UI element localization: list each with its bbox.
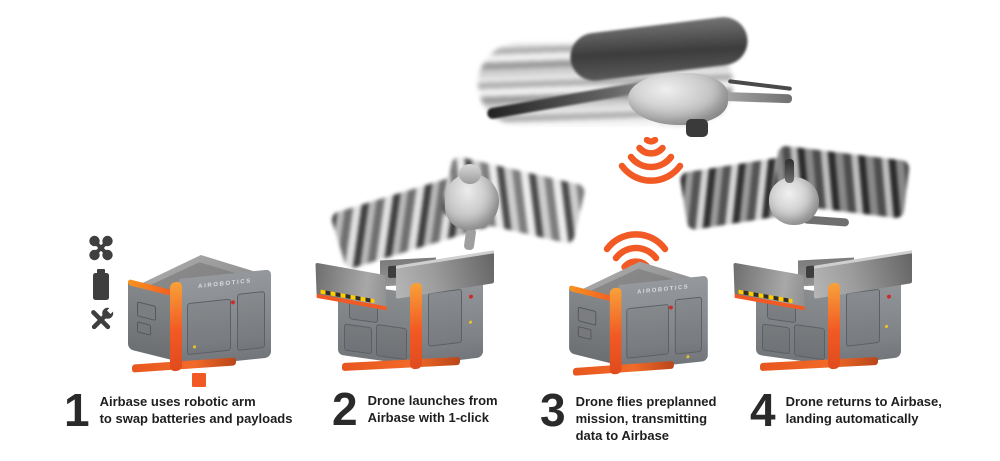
airbase-left-face xyxy=(128,283,176,361)
step-text: Drone flies preplanned mission, transmit… xyxy=(576,391,717,444)
brand-label: AIROBOTICS xyxy=(198,278,252,290)
step-4: 4 Drone returns to Airbase, landing auto… xyxy=(750,384,942,436)
airbase-2-open: AIROBOTICS xyxy=(315,252,494,372)
step-1: 1 Airbase uses robotic arm to swap batte… xyxy=(64,384,293,436)
airbase-door xyxy=(846,288,880,347)
step-text: Drone launches from Airbase with 1-click xyxy=(368,390,498,426)
airbase-door xyxy=(428,288,462,347)
airbase-3-closed: AIROBOTICS xyxy=(564,256,710,376)
airbase-orange-skirt xyxy=(342,356,460,372)
step-3: 3 Drone flies preplanned mission, transm… xyxy=(540,384,717,444)
drone-leg xyxy=(463,227,477,251)
step-number: 1 xyxy=(64,384,90,436)
status-light xyxy=(231,300,235,305)
drone-flying-left xyxy=(329,148,587,270)
airbase-vent xyxy=(577,306,597,326)
airbase-door xyxy=(344,323,372,355)
warning-label xyxy=(885,324,888,329)
status-light xyxy=(669,305,673,310)
drone-icon xyxy=(86,233,116,268)
airbase-door xyxy=(674,296,702,355)
airbase-front-face: AIROBOTICS xyxy=(179,269,271,367)
drone-hovering-top xyxy=(478,14,793,137)
warning-label xyxy=(686,355,690,359)
step-text-line: Drone launches from xyxy=(367,393,498,408)
airbase-roof-wing-left xyxy=(733,262,805,308)
drone-body xyxy=(769,177,819,225)
drone-gimbal xyxy=(686,119,708,137)
brand-label: AIROBOTICS xyxy=(637,284,690,296)
propeller-blade xyxy=(727,79,793,91)
airbase-roof-wing-left xyxy=(315,262,387,308)
step-text-line: Drone flies preplanned xyxy=(575,394,717,409)
step-text-line: data to Airbase xyxy=(575,428,670,443)
warning-label xyxy=(193,345,196,349)
crossed-tools-icon xyxy=(84,303,118,342)
airbase-vent xyxy=(137,321,151,336)
drone-body xyxy=(628,73,728,125)
airbase-orange-corner xyxy=(828,282,840,370)
airbase-door xyxy=(794,323,825,361)
airbase-door xyxy=(376,323,407,361)
step-text-line: to swap batteries and payloads xyxy=(99,411,293,426)
step-text-line: landing automatically xyxy=(785,411,919,426)
step-number: 4 xyxy=(750,384,776,436)
step-text: Airbase uses robotic arm to swap batteri… xyxy=(100,391,293,427)
battery-icon xyxy=(89,268,113,306)
airbase-orange-corner xyxy=(170,281,182,372)
status-light xyxy=(887,294,891,299)
step-number: 2 xyxy=(332,383,358,435)
airbase-orange-corner xyxy=(410,282,422,370)
airbase-door xyxy=(237,290,265,351)
step-number: 3 xyxy=(540,384,566,436)
airbase-orange-corner xyxy=(609,287,622,375)
airbase-left-face xyxy=(569,288,616,365)
drone-flying-right xyxy=(679,137,911,239)
drone-antenna xyxy=(785,159,794,183)
step-text: Drone returns to Airbase, landing automa… xyxy=(786,391,942,427)
payload-box xyxy=(192,373,206,387)
step-text-line: mission, transmitting xyxy=(575,411,708,426)
warning-label xyxy=(469,320,472,324)
airbase-front-face: AIROBOTICS xyxy=(618,275,708,371)
step-text-line: Airbase with 1-click xyxy=(367,410,489,425)
step-text-line: Airbase uses robotic arm xyxy=(99,394,256,409)
step-2: 2 Drone launches from Airbase with 1-cli… xyxy=(332,383,498,435)
airbase-door xyxy=(762,323,790,355)
airbase-vent xyxy=(137,301,156,322)
airbase-orange-skirt xyxy=(760,356,878,372)
step-text-line: Drone returns to Airbase, xyxy=(785,394,942,409)
airbase-1-closed: AIROBOTICS xyxy=(123,249,273,373)
status-light xyxy=(469,294,473,299)
signal-waves-down-icon xyxy=(616,136,686,187)
drone-head xyxy=(459,164,481,184)
airbase-4-open: AIROBOTICS xyxy=(733,252,912,372)
airbase-vent xyxy=(577,325,592,341)
airbase-door xyxy=(626,303,670,359)
